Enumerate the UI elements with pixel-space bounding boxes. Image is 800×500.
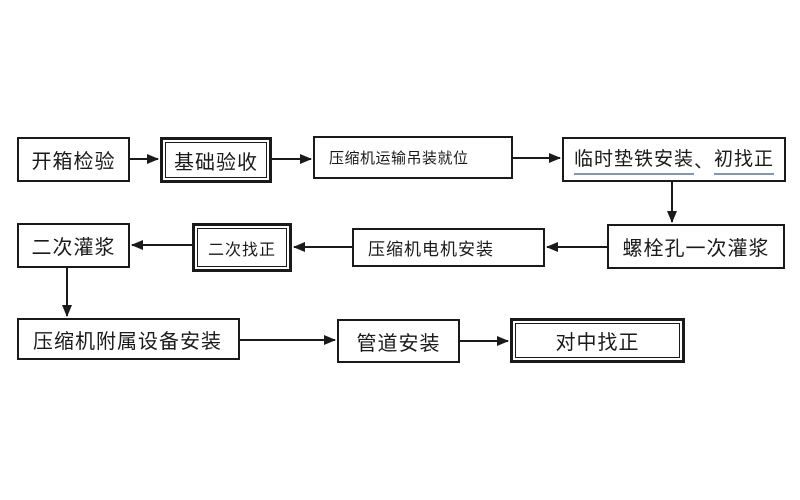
flow-node-bolt-hole-first-grouting: 螺栓孔一次灌浆	[607, 224, 785, 269]
node-label-underlined-part1: 临时垫铁安装	[573, 144, 694, 175]
node-label-separator: 、	[693, 150, 714, 172]
node-label: 管道安装	[356, 330, 441, 355]
node-label: 二次找正	[207, 239, 276, 259]
node-label-underlined-part2: 初找正	[714, 144, 775, 175]
node-label: 压缩机电机安装	[368, 240, 494, 260]
flow-node-compressor-motor-installation: 压缩机电机安装	[352, 228, 545, 267]
flow-node-compressor-transport-hoisting: 压缩机运输吊装就位	[313, 136, 513, 179]
flow-node-secondary-alignment: 二次找正	[192, 223, 292, 272]
flow-node-unboxing-inspection: 开箱检验	[17, 137, 130, 182]
node-label: 开箱检验	[31, 149, 116, 173]
node-label: 基础验收	[174, 149, 258, 174]
flow-node-centering-alignment: 对中找正	[510, 318, 685, 363]
flow-node-secondary-grouting: 二次灌浆	[17, 223, 130, 268]
node-label: 二次灌浆	[31, 235, 116, 259]
node-label: 压缩机附属设备安装	[33, 328, 222, 353]
flow-node-piping-installation: 管道安装	[337, 319, 460, 363]
flow-node-foundation-acceptance: 基础验收	[160, 137, 272, 183]
flow-node-temporary-shim-install-initial-alignment: 临时垫铁安装、初找正	[562, 137, 786, 182]
flow-node-compressor-auxiliary-equipment-installation: 压缩机附属设备安装	[17, 318, 240, 360]
node-label: 螺栓孔一次灌浆	[622, 236, 770, 260]
node-label: 对中找正	[555, 330, 640, 354]
node-label: 压缩机运输吊装就位	[329, 149, 469, 167]
